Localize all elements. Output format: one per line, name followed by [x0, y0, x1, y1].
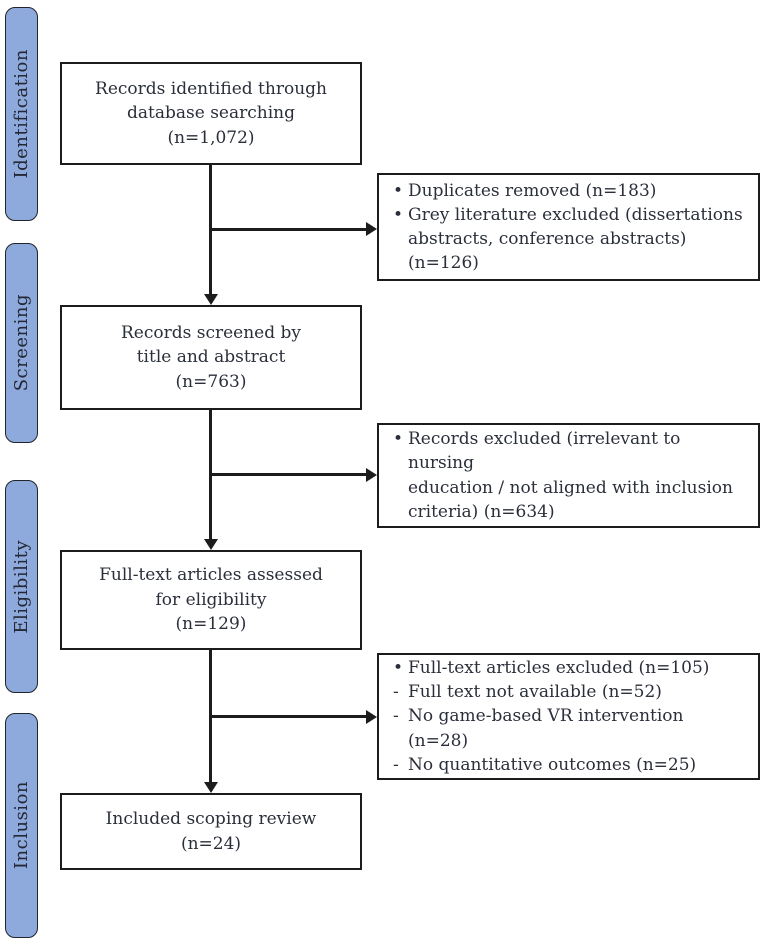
bullet-marker: •: [393, 429, 404, 450]
arrow-right-icon: [366, 222, 377, 236]
arrow-down-icon: [204, 539, 218, 550]
box-records-identified: Records identified through database sear…: [60, 62, 362, 165]
list-item: - No game-based VR intervention (n=28): [393, 704, 748, 752]
connector-line-to-duplicates: [210, 228, 366, 231]
box-fulltext-assessed: Full-text articles assessed for eligibil…: [60, 550, 362, 650]
list-item-text: No game-based VR intervention (n=28): [408, 706, 684, 751]
connector-line-to-fulltext-excluded: [210, 715, 366, 718]
list-item: • Full-text articles excluded (n=105): [393, 656, 748, 680]
box-records-screened-text: Records screened by title and abstract (…: [120, 322, 302, 392]
dash-marker: -: [393, 706, 399, 727]
stage-label-eligibility: Eligibility: [11, 539, 32, 634]
box-fulltext-assessed-text: Full-text articles assessed for eligibil…: [99, 565, 323, 635]
box-included-review: Included scoping review (n=24): [60, 793, 362, 870]
box-records-identified-text: Records identified through database sear…: [95, 78, 327, 148]
side-box-fulltext-excluded: • Full-text articles excluded (n=105) - …: [377, 653, 760, 780]
box-included-review-text: Included scoping review (n=24): [105, 808, 317, 854]
stage-label-identification: Identification: [11, 49, 32, 179]
list-item: - No quantitative outcomes (n=25): [393, 753, 748, 777]
list-item: • Grey literature excluded (dissertation…: [393, 203, 748, 275]
bullet-marker: •: [393, 658, 404, 679]
stage-label-inclusion: Inclusion: [11, 781, 32, 870]
arrow-right-icon: [366, 468, 377, 482]
stage-bar-eligibility: Eligibility: [5, 480, 38, 693]
list-item-text: No quantitative outcomes (n=25): [408, 754, 697, 775]
dash-marker: -: [393, 754, 399, 775]
arrow-down-icon: [204, 294, 218, 305]
stage-bar-screening: Screening: [5, 243, 38, 443]
side-box-records-excluded: • Records excluded (irrelevant to nursin…: [377, 423, 760, 528]
list-item-text: Full text not available (n=52): [408, 682, 662, 703]
list-item-text: Grey literature excluded (dissertations …: [408, 204, 743, 274]
bullet-marker: •: [393, 204, 404, 225]
list-item: • Duplicates removed (n=183): [393, 179, 748, 203]
stage-bar-inclusion: Inclusion: [5, 713, 38, 938]
stage-bar-identification: Identification: [5, 7, 38, 221]
box-records-screened: Records screened by title and abstract (…: [60, 305, 362, 410]
list-item-text: Full-text articles excluded (n=105): [408, 658, 710, 679]
stage-label-screening: Screening: [11, 294, 32, 392]
bullet-marker: •: [393, 180, 404, 201]
arrow-right-icon: [366, 710, 377, 724]
connector-line-to-records-excluded: [210, 473, 366, 476]
list-item: - Full text not available (n=52): [393, 680, 748, 704]
list-item-text: Records excluded (irrelevant to nursing …: [408, 429, 733, 522]
list-item-text: Duplicates removed (n=183): [408, 180, 657, 201]
arrow-down-icon: [204, 782, 218, 793]
dash-marker: -: [393, 682, 399, 703]
list-item: • Records excluded (irrelevant to nursin…: [393, 427, 748, 524]
side-box-duplicates-removed: • Duplicates removed (n=183) • Grey lite…: [377, 173, 760, 281]
